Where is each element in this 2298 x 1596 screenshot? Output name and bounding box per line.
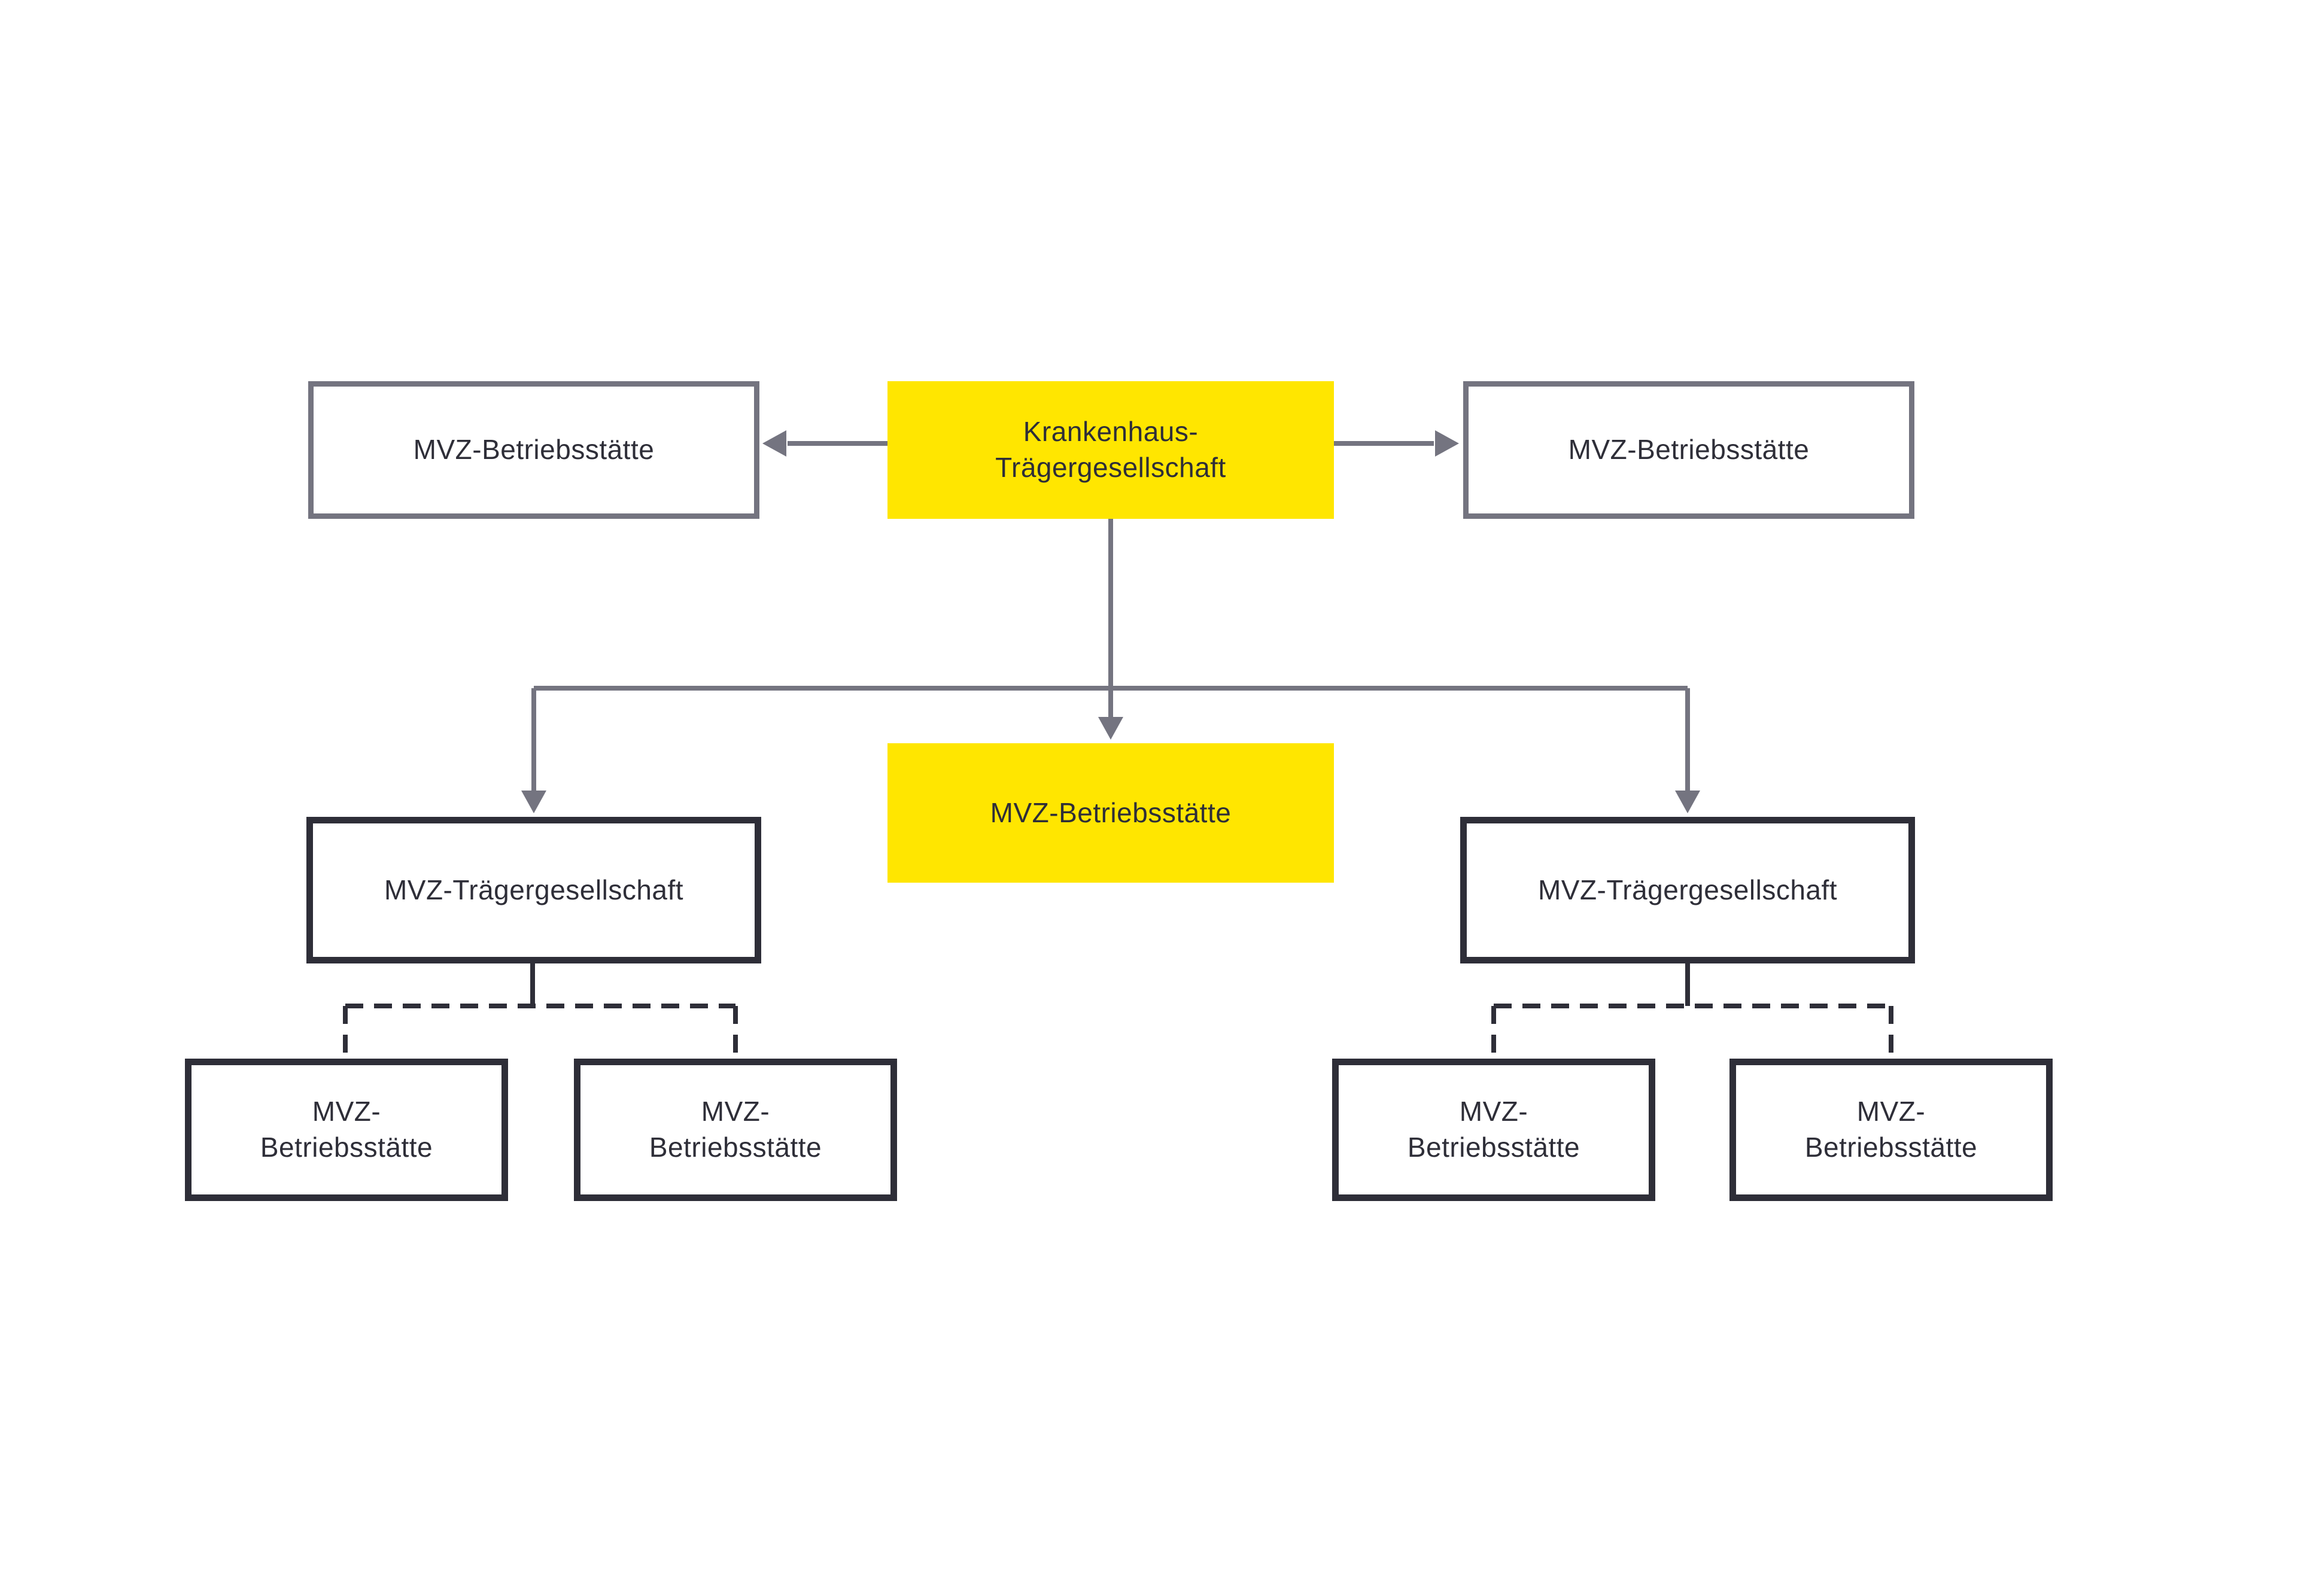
node-label-line1: MVZ- xyxy=(312,1096,381,1127)
node-left-traegergesellschaft: MVZ-Trägergesellschaft xyxy=(306,817,761,963)
node-label-line2: Betriebsstätte xyxy=(649,1132,822,1163)
node-label-line2: Trägergesellschaft xyxy=(995,452,1226,483)
node-central-betriebsstaette: MVZ-Betriebsstätte xyxy=(887,743,1334,883)
node-bottom-right-betriebsstaette-1: MVZ- Betriebsstätte xyxy=(1332,1059,1655,1201)
node-label-line2: Betriebsstätte xyxy=(1804,1132,1978,1163)
node-label-line1: MVZ- xyxy=(1459,1096,1528,1127)
node-label: MVZ-Trägergesellschaft xyxy=(384,874,684,905)
node-top-left-betriebsstaette: MVZ-Betriebsstätte xyxy=(308,381,759,519)
node-label-line1: MVZ- xyxy=(1856,1096,1926,1127)
node-krankenhaus-traegergesellschaft: Krankenhaus- Trägergesellschaft xyxy=(887,381,1334,519)
node-bottom-left-betriebsstaette-1: MVZ- Betriebsstätte xyxy=(185,1059,508,1201)
node-label: MVZ-Trägergesellschaft xyxy=(1537,874,1838,905)
arrow-branch-to-central-head xyxy=(1098,717,1123,740)
arrow-root-to-top-right-head xyxy=(1435,430,1459,457)
node-top-right-betriebsstaette: MVZ-Betriebsstätte xyxy=(1463,381,1914,519)
node-label: MVZ-Betriebsstätte xyxy=(990,797,1232,828)
node-label-line1: MVZ- xyxy=(701,1096,770,1127)
arrow-branch-to-traeger-left-head xyxy=(521,791,546,813)
arrow-branch-to-traeger-right-head xyxy=(1675,791,1700,813)
node-label-line2: Betriebsstätte xyxy=(1407,1132,1580,1163)
node-label: MVZ-Betriebsstätte xyxy=(1568,434,1810,466)
node-right-traegergesellschaft: MVZ-Trägergesellschaft xyxy=(1460,817,1915,963)
arrow-root-to-top-left-head xyxy=(762,430,786,457)
node-label-line2: Betriebsstätte xyxy=(260,1132,433,1163)
node-label-line1: Krankenhaus- xyxy=(1023,416,1199,448)
node-bottom-left-betriebsstaette-2: MVZ- Betriebsstätte xyxy=(574,1059,897,1201)
node-bottom-right-betriebsstaette-2: MVZ- Betriebsstätte xyxy=(1729,1059,2053,1201)
node-label: MVZ-Betriebsstätte xyxy=(413,434,655,466)
